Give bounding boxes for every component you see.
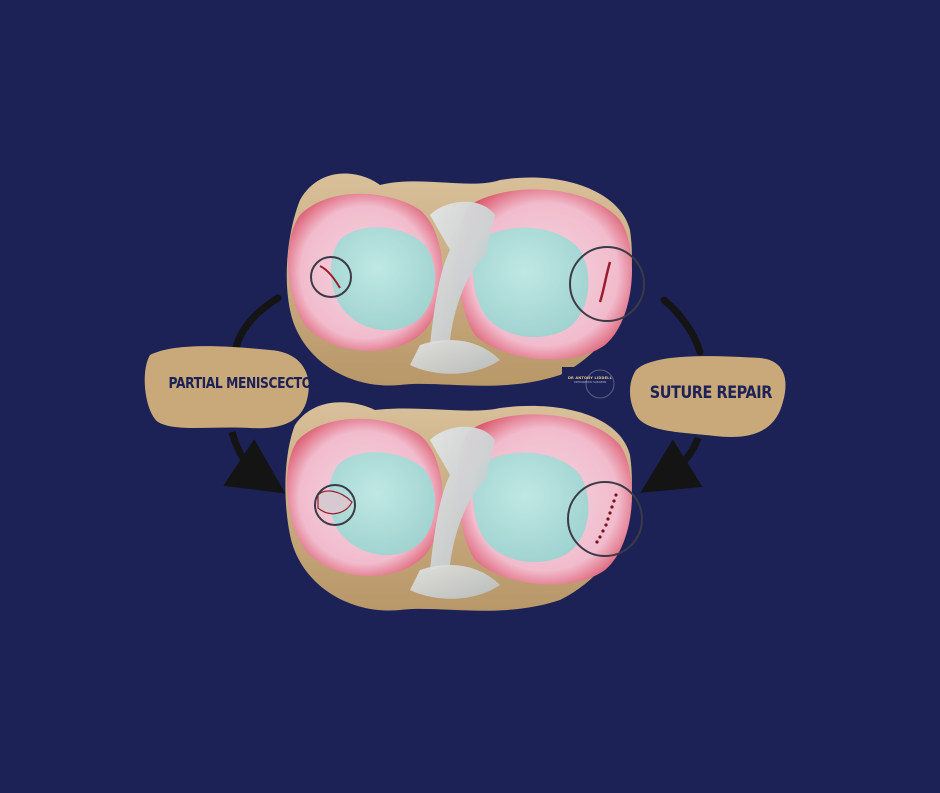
arrow-right-upper bbox=[660, 296, 704, 356]
medial-tear-mark bbox=[319, 265, 341, 289]
watermark-text: DR ANTONY LIDDELL ORTHOPAEDIC SURGEON bbox=[562, 376, 618, 384]
posterior-ligament bbox=[410, 565, 500, 599]
tear-highlight-circle-left bbox=[310, 256, 352, 298]
arrow-right-lower bbox=[640, 436, 703, 493]
meniscectomy-trim-mark bbox=[317, 490, 353, 515]
medial-cartilage bbox=[329, 452, 436, 556]
suture-repair-label: Suture Repair bbox=[649, 383, 773, 403]
lateral-cartilage bbox=[472, 452, 589, 563]
watermark-name: DR ANTONY LIDDELL bbox=[567, 376, 613, 380]
arrow-left-lower bbox=[223, 431, 286, 494]
knee-after-illustration bbox=[285, 402, 643, 611]
tear-highlight-circle-right bbox=[567, 481, 643, 557]
partial-meniscectomy-label: Partial Meniscectomy bbox=[168, 374, 333, 392]
watermark-logo bbox=[562, 367, 618, 401]
lateral-tear-mark bbox=[598, 261, 612, 303]
cruciate-ligament bbox=[430, 426, 495, 570]
flow-arrows bbox=[223, 294, 704, 494]
lateral-cartilage bbox=[472, 227, 589, 338]
knee-before-illustration bbox=[286, 173, 645, 386]
medial-cartilage bbox=[331, 227, 436, 331]
label-blob-left bbox=[144, 346, 309, 429]
arrow-left-upper bbox=[232, 294, 282, 352]
watermark-subtitle: ORTHOPAEDIC SURGEON bbox=[573, 381, 607, 384]
cruciate-ligament bbox=[430, 201, 495, 345]
label-blob-right bbox=[630, 356, 786, 437]
tear-highlight-circle-right bbox=[569, 246, 645, 322]
tear-highlight-circle-left bbox=[314, 484, 356, 526]
posterior-ligament bbox=[410, 340, 500, 374]
suture-stitches bbox=[595, 493, 618, 544]
